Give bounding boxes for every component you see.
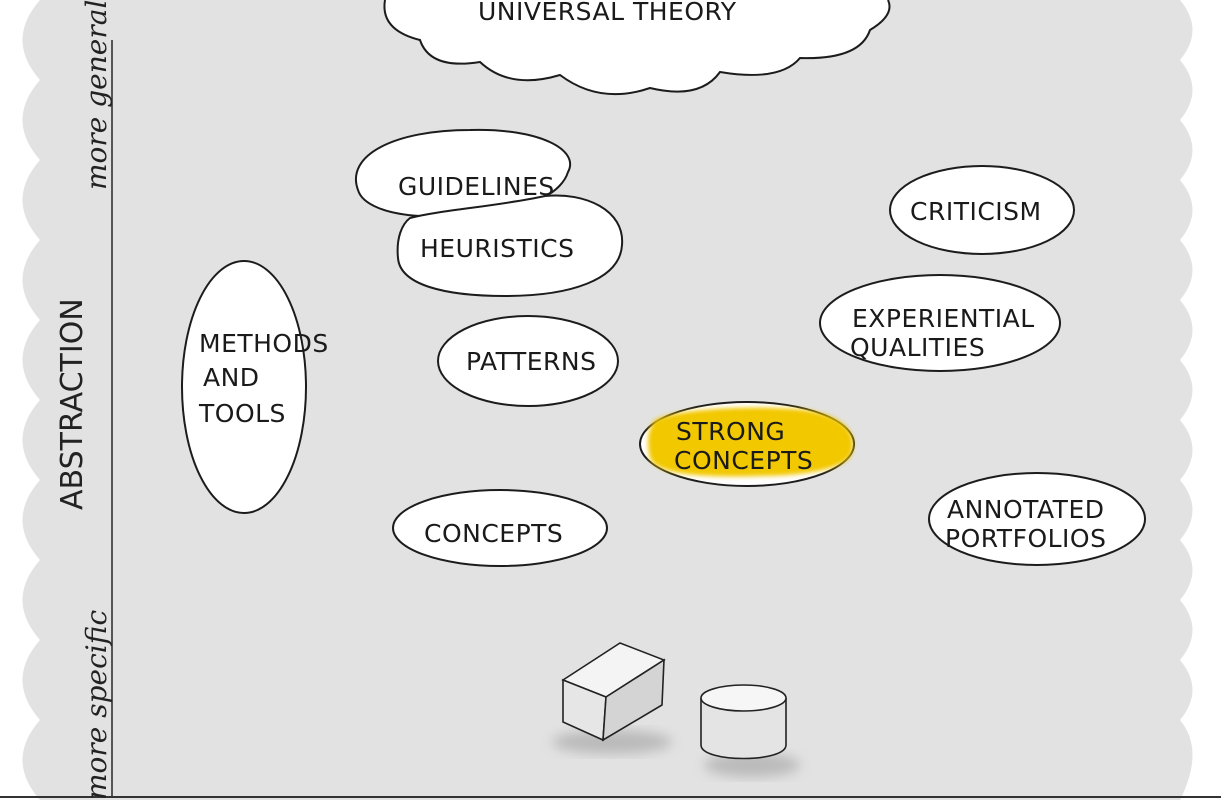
methods-label: METHODS — [199, 329, 329, 358]
patterns-label: PATTERNS — [466, 347, 596, 376]
universal-theory-cloud: UNIVERSAL THEORY — [383, 0, 891, 96]
strong-concepts-node: STRONG CONCEPTS — [639, 401, 855, 487]
experiential-qualities-node: EXPERIENTIAL QUALITIES — [819, 274, 1061, 372]
highlight-swash — [647, 407, 854, 477]
annotated-label: ANNOTATED — [947, 495, 1105, 524]
universal-theory-label: UNIVERSAL THEORY — [478, 0, 737, 26]
strong-label: STRONG — [676, 417, 785, 446]
guidelines-node: GUIDELINES — [355, 128, 571, 218]
concepts-node: CONCEPTS — [392, 489, 608, 567]
and-label: AND — [203, 363, 260, 392]
axis-bottom-label: more specific — [80, 610, 113, 800]
portfolios-label: PORTFOLIOS — [945, 524, 1106, 553]
abstraction-axis: ABSTRACTION more general more specific — [55, 0, 113, 800]
axis-title: ABSTRACTION — [55, 298, 90, 510]
concepts-label: CONCEPTS — [424, 519, 563, 548]
criticism-node: CRITICISM — [889, 165, 1075, 255]
guidelines-label: GUIDELINES — [398, 172, 555, 201]
heuristics-node: HEURISTICS — [396, 194, 624, 298]
annotated-portfolios-node: ANNOTATED PORTFOLIOS — [928, 472, 1146, 566]
qualities-label: QUALITIES — [850, 333, 985, 362]
experiential-label: EXPERIENTIAL — [852, 304, 1035, 333]
methods-and-tools-node: METHODS AND TOOLS — [181, 260, 329, 514]
concepts-label-strong: CONCEPTS — [674, 446, 813, 475]
patterns-node: PATTERNS — [437, 315, 619, 407]
cylinder-icon — [700, 684, 800, 777]
axis-top-label: more general — [80, 0, 113, 190]
criticism-label: CRITICISM — [910, 197, 1042, 226]
heuristics-label: HEURISTICS — [420, 234, 574, 263]
tools-label: TOOLS — [198, 399, 286, 428]
box-icon — [552, 642, 672, 754]
